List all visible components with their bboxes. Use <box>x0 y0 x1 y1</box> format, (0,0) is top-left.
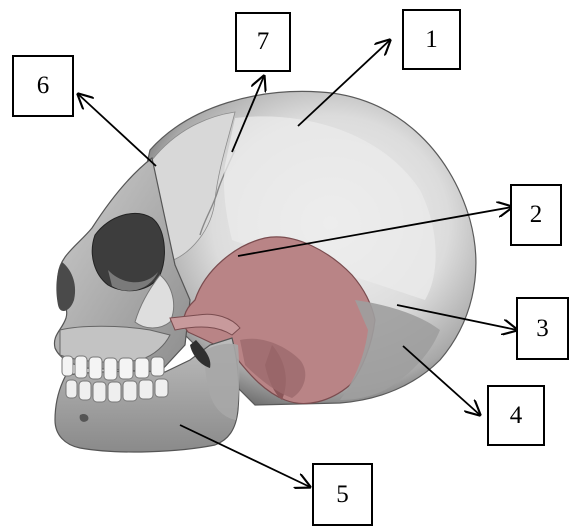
label-number-4: 4 <box>510 402 523 430</box>
arrow-5 <box>180 425 310 487</box>
label-number-1: 1 <box>425 26 438 54</box>
label-box-4: 4 <box>487 385 545 446</box>
arrow-6 <box>78 94 156 166</box>
label-box-3: 3 <box>516 297 569 360</box>
label-box-1: 1 <box>402 9 461 70</box>
label-number-2: 2 <box>530 201 543 229</box>
label-box-5: 5 <box>312 463 373 526</box>
label-number-7: 7 <box>257 28 270 56</box>
label-number-5: 5 <box>336 481 349 509</box>
label-number-6: 6 <box>37 72 50 100</box>
label-box-2: 2 <box>510 184 562 246</box>
label-box-6: 6 <box>12 55 74 117</box>
label-box-7: 7 <box>235 12 291 72</box>
upper-teeth <box>62 356 164 380</box>
label-number-3: 3 <box>536 315 549 343</box>
